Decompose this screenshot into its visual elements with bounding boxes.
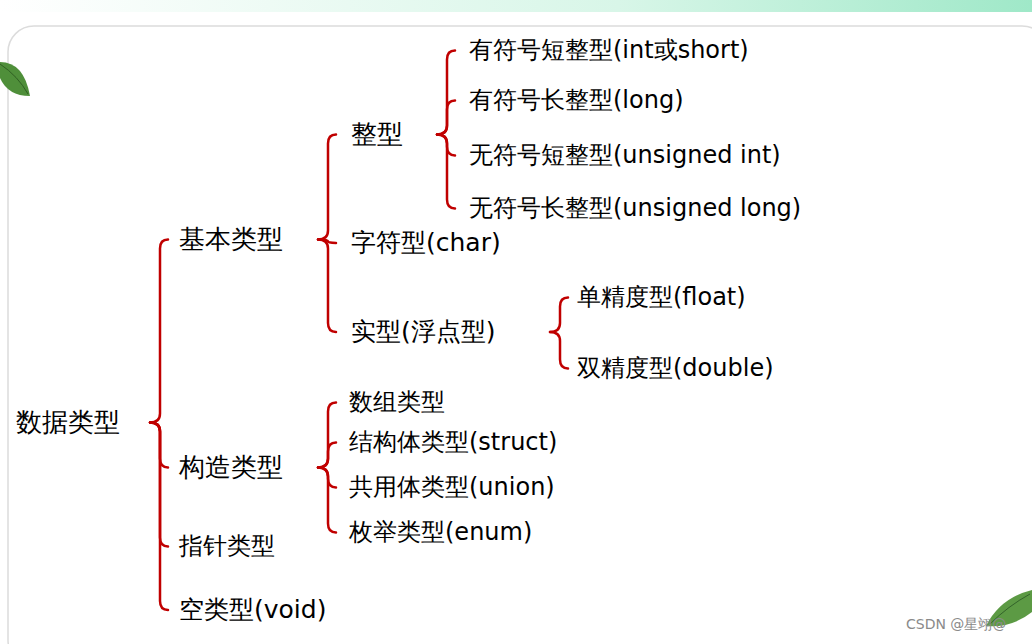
type-label: 有符号短整型(int或short): [469, 36, 749, 64]
leaf-decoration: [0, 62, 1032, 626]
type-label: 字符型(char): [351, 228, 501, 257]
type-node: 整型: [350, 119, 404, 150]
type-label: 指针类型: [179, 532, 275, 560]
brace-connector: [150, 423, 168, 610]
type-label: 无符号短整型(unsigned int): [469, 141, 781, 169]
type-node: 结构体类型(struct): [348, 428, 558, 457]
type-node: 空类型(void): [178, 595, 327, 625]
type-node: 指针类型: [178, 532, 276, 561]
type-label: 无符号长整型(unsigned long): [469, 194, 801, 222]
type-node: 数组类型: [348, 388, 446, 417]
type-label: 数组类型: [349, 388, 445, 416]
brace-connector: [550, 332, 568, 368]
brace-connector: [318, 135, 336, 240]
type-node: 字符型(char): [350, 228, 502, 258]
type-label: 结构体类型(struct): [349, 428, 557, 456]
type-node: 实型(浮点型): [350, 317, 497, 347]
type-node: 数据类型: [15, 407, 121, 438]
type-node: 共用体类型(union): [348, 473, 556, 502]
type-node: 基本类型: [178, 224, 284, 255]
watermark: CSDN @星翊@: [906, 616, 1006, 634]
panel-border: [8, 26, 1032, 644]
type-node: 无符号长整型(unsigned long): [468, 194, 802, 223]
type-label: 单精度型(float): [577, 283, 746, 311]
brace-connector: [318, 468, 336, 533]
type-node: 无符号短整型(unsigned int): [468, 141, 782, 170]
brace-connector: [437, 135, 455, 209]
type-node: 有符号长整型(long): [468, 86, 685, 115]
type-node: 双精度型(double): [576, 354, 775, 383]
type-label: 双精度型(double): [577, 354, 774, 382]
brace-connector: [437, 50, 455, 134]
type-label: 共用体类型(union): [349, 473, 555, 501]
type-node: 枚举类型(enum): [348, 518, 533, 547]
type-node: 构造类型: [178, 452, 284, 483]
brace-connector: [550, 297, 568, 332]
type-label: 空类型(void): [179, 595, 326, 624]
brace-connector: [150, 240, 168, 423]
type-label: 整型: [351, 119, 403, 149]
type-label: 构造类型: [179, 452, 283, 482]
type-node: 有符号短整型(int或short): [468, 36, 750, 65]
brace-connector: [318, 402, 336, 467]
type-label: 有符号长整型(long): [469, 86, 684, 114]
type-node: 单精度型(float): [576, 283, 747, 312]
top-band: [0, 0, 1032, 12]
type-label: 数据类型: [16, 407, 120, 437]
type-label: 枚举类型(enum): [349, 518, 532, 546]
type-label: 基本类型: [179, 224, 283, 254]
brace-connector: [437, 100, 455, 134]
type-label: 实型(浮点型): [351, 317, 496, 346]
brace-connector: [318, 240, 336, 332]
brace-connector: [318, 442, 336, 467]
